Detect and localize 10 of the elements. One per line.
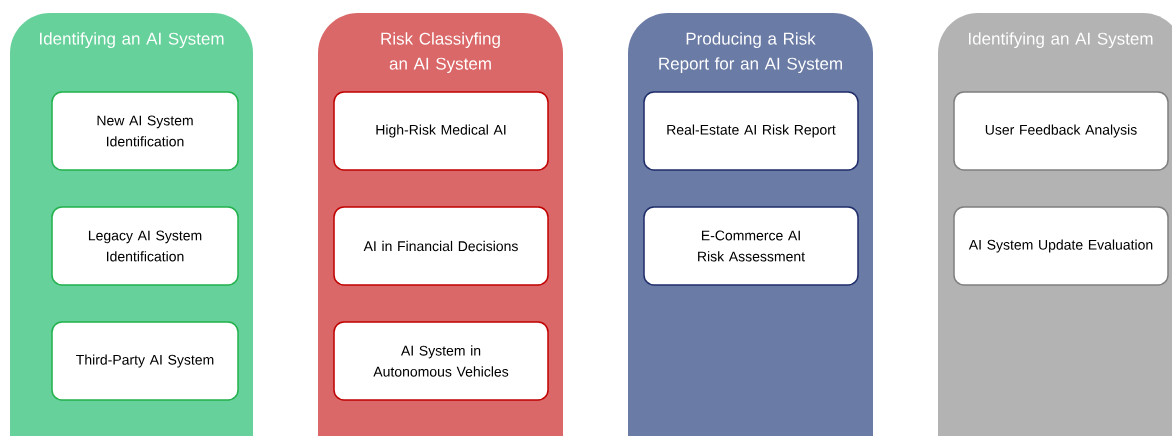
item-box: User Feedback Analysis	[953, 91, 1169, 171]
item-box: Third-Party AI System	[51, 321, 239, 401]
item-box: E-Commerce AI Risk Assessment	[643, 206, 859, 286]
item-box: AI System in Autonomous Vehicles	[333, 321, 549, 401]
item-box: Real-Estate AI Risk Report	[643, 91, 859, 171]
item-box: High-Risk Medical AI	[333, 91, 549, 171]
item-box: AI in Financial Decisions	[333, 206, 549, 286]
item-box: New AI System Identification	[51, 91, 239, 171]
item-box: AI System Update Evaluation	[953, 206, 1169, 286]
item-box: Legacy AI System Identification	[51, 206, 239, 286]
